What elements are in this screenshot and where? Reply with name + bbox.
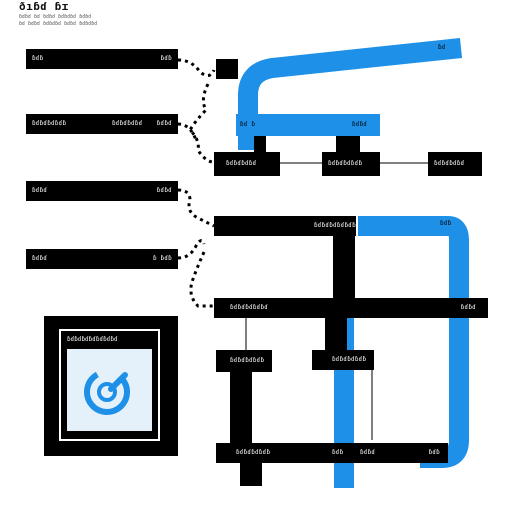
strut-left-lower [230,370,252,444]
left-node-3[interactable]: ɓɗɓɗ ɓɗɓɗ [26,181,178,201]
dotted-connector-6 [189,251,214,308]
bus-2-tag: ɓɗɓɗ [460,304,476,311]
low-node-right[interactable]: ɓɗɓɗɓɗɓɗɓ [312,350,374,370]
thumbnail-border: ɓɗɓɗɓɗɓɗɓɗɓɗɓɗ [59,329,160,441]
low-node-left[interactable]: ɓɗɓɗɓɗɓɗɓ [216,350,272,372]
dotted-connector-4 [177,188,215,228]
bus-1-label: ɓɗɓɗɓɗɓɗɓɗɓ [314,222,356,229]
row-node-a-label: ɓɗɓɗɓɗɓɗ [226,160,257,167]
row-node-a[interactable]: ɓɗɓɗɓɗɓɗ [214,152,280,176]
left-node-2-tag: ɓɗɓɗ [156,120,172,127]
blue-band-label-left-text: ɓɗ ɓ [240,121,256,128]
dotted-connector-1 [177,58,216,77]
thumbnail-caption: ɓɗɓɗɓɗɓɗɓɗɓɗɓɗ [67,336,118,343]
blue-band-label-right: ɓɗɓɗ [350,118,378,132]
strut-bottom [240,462,262,486]
bus-2-label: ɓɗɓɗɓɗɓɗɓɗ [230,304,269,311]
bottom-bus-right-label: ɓɗɓ [428,449,440,456]
diagram-subtitle-line-1: ɓɗɓɗ ɓɗ ɓɗɓɗ ɓɗɓɗɓɗ ɓɗɓɗ [19,14,92,20]
left-node-3-label: ɓɗɓɗ [32,187,48,194]
left-node-3-tag: ɓɗɓɗ [156,187,172,194]
diagram-subtitle-line-2: ɓɗ ɓɗɓɗ ɓɗɓɗɓɗ ɓɗɓɗ ɓɗɓɗɓɗ [19,21,98,27]
strut-upper [336,136,360,154]
bottom-bus[interactable]: ɓɗɓɗɓɗɓɗɓ ɓɗɓ ɓɗɓɗ ɓɗɓ [216,443,448,463]
left-node-4-label: ɓɗɓɗ [32,255,48,262]
dotted-connector-3 [177,122,198,141]
bottom-bus-left-label: ɓɗɓɗɓɗɓɗɓ [236,449,271,456]
left-node-4-tag: ɓ ɓɗɓ [152,255,172,262]
left-node-1-tag: ɓɗɓ [160,55,172,62]
left-node-1-label: ɓɗɓ [32,55,44,62]
left-node-1[interactable]: ɓɗɓ ɓɗɓ [26,49,178,69]
row-node-c-label: ɓɗɓɗɓɗɓɗ [434,160,465,167]
strut-left-upper [254,136,266,154]
blue-band [236,114,380,136]
blue-band-label-right-text: ɓɗɓɗ [352,121,368,128]
bottom-bus-mid2-label: ɓɗɓɗ [360,449,376,456]
bus-1[interactable]: ɓɗɓɗɓɗɓɗɓɗɓ [214,216,356,236]
strut-center-lower [325,316,347,350]
diagram-title: ðıɓɗ ɓɪ [19,0,69,13]
low-node-right-label: ɓɗɓɗɓɗɓɗɓ [332,356,367,363]
small-black-square [216,59,238,79]
refresh-check-icon [84,369,130,416]
left-node-2[interactable]: ɓɗɓɗɓɗɓɗɓ ɓɗɓɗɓɗɓɗ ɓɗɓɗ [26,114,178,134]
blue-pipe-right [358,216,469,468]
left-node-2-mid: ɓɗɓɗɓɗɓɗ [112,120,143,127]
bus-2[interactable]: ɓɗɓɗɓɗɓɗɓɗ ɓɗɓɗ [214,298,488,318]
strut-center [333,236,355,300]
blue-band-label-left: ɓɗ ɓ [238,118,268,132]
top-right-tag-label: ɓɗ [438,44,446,51]
thumbnail-card[interactable]: ɓɗɓɗɓɗɓɗɓɗɓɗɓɗ [44,316,178,456]
bus-1-tag-label: ɓɗɓ [440,220,452,227]
row-node-c[interactable]: ɓɗɓɗɓɗɓɗ [428,152,482,176]
low-node-left-label: ɓɗɓɗɓɗɓɗɓ [230,357,265,364]
left-node-2-label: ɓɗɓɗɓɗɓɗɓ [32,120,67,127]
left-node-4[interactable]: ɓɗɓɗ ɓ ɓɗɓ [26,249,178,269]
row-node-b[interactable]: ɓɗɓɗɓɗɓɗɓ [322,152,380,176]
top-right-tag: ɓɗ [432,42,454,54]
dotted-connector-2 [188,83,213,164]
dotted-connector-5 [177,239,206,260]
bus-1-tag: ɓɗɓ [438,218,460,230]
thumbnail-screen [67,349,152,431]
bottom-bus-mid-label: ɓɗɓ [332,449,344,456]
row-node-b-label: ɓɗɓɗɓɗɓɗɓ [328,160,363,167]
